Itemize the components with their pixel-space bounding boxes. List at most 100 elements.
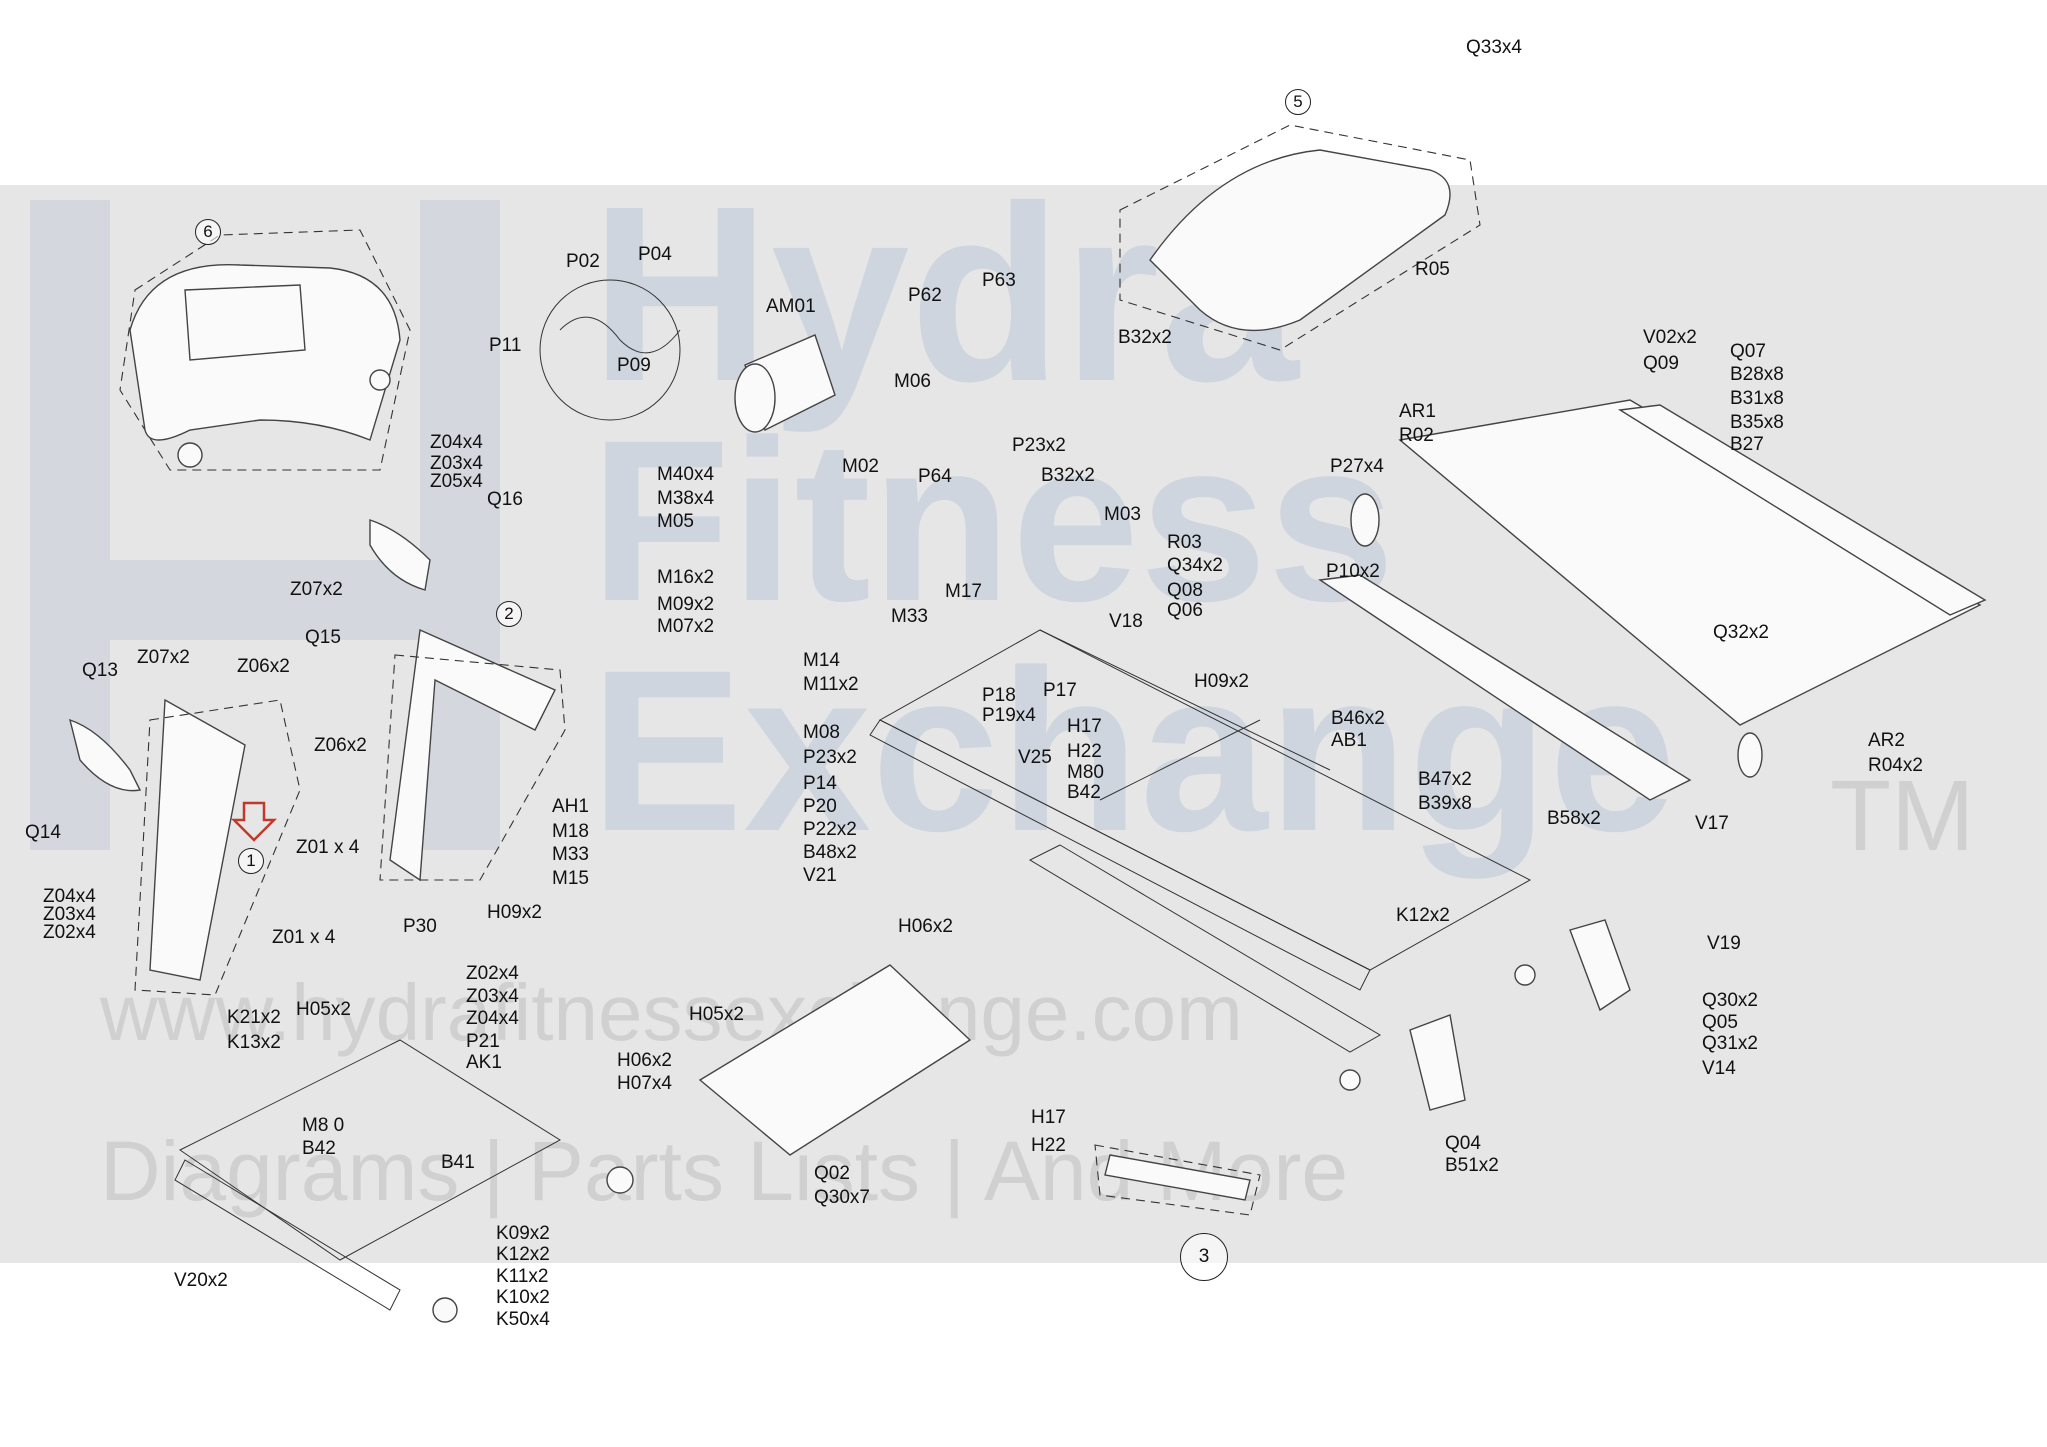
part-label: Z04x4 [466,1008,519,1029]
part-label: H17 [1067,716,1102,737]
part-label: P10x2 [1326,561,1380,582]
part-label: M33 [891,606,928,627]
part-label: M8 0 [302,1115,345,1136]
part-label: Z06x2 [314,735,367,756]
part-label: P63 [982,270,1016,291]
part-label: Z02x4 [466,963,519,984]
part-label: B32x2 [1041,465,1095,486]
part-label: Z04x4 [43,886,96,907]
part-label: M03 [1104,504,1141,525]
watermark-url: www.hydrafitnessexchange.com [99,968,1243,1057]
part-label: M80 [1067,762,1104,783]
part-label: Q02 [814,1163,850,1184]
assembly-1: 1 [238,848,264,874]
part-label: P18 [982,685,1016,706]
part-label: V25 [1018,747,1052,768]
part-label: Q07 [1730,341,1766,362]
part-label: K09x2 [496,1223,550,1244]
part-label: B31x8 [1730,388,1784,409]
part-label: Q15 [305,627,341,648]
part-label: K13x2 [227,1032,281,1053]
watermark-line1: Hydra [590,154,1301,433]
part-label: B39x8 [1418,793,1472,814]
part-label: AB1 [1331,730,1367,751]
part-label: Q08 [1167,580,1203,601]
part-label: B42 [302,1138,336,1159]
wiring-detail-circle [539,279,681,421]
part-label: R02 [1399,425,1434,446]
part-label: Q33x4 [1466,37,1522,58]
part-label: Q06 [1167,600,1203,621]
part-label: M40x4 [657,464,715,485]
part-label: B42 [1067,782,1101,803]
part-label: M07x2 [657,616,715,637]
deck [1318,399,1987,801]
part-label: P62 [908,285,942,306]
pointer-arrow-icon [230,801,278,842]
assembly-6: 6 [195,219,221,245]
incline-link [1104,1154,1251,1201]
part-label: P23x2 [1012,435,1066,456]
part-label: H06x2 [898,916,953,937]
part-label: Z07x2 [290,579,343,600]
part-label: R03 [1167,532,1202,553]
part-label: M08 [803,722,840,743]
part-label: B46x2 [1331,708,1385,729]
part-label: Q09 [1643,353,1679,374]
part-label: AR2 [1868,730,1905,751]
part-label: Q14 [25,822,61,843]
part-label: B51x2 [1445,1155,1499,1176]
part-label: M33 [552,844,589,865]
console-assembly [119,229,411,471]
brand-logo-icon [30,200,500,850]
part-label: AH1 [552,796,589,817]
side-cover-left [1409,1014,1466,1111]
part-label: M17 [945,581,982,602]
part-label: Q05 [1702,1012,1738,1033]
part-label: M15 [552,868,589,889]
part-label: M16x2 [657,567,715,588]
part-label: AM01 [766,296,816,317]
left-upright [134,628,566,996]
part-label: V19 [1707,933,1741,954]
part-label: V14 [1702,1058,1736,1079]
part-label: V18 [1109,611,1143,632]
part-label: P20 [803,796,837,817]
part-label: M05 [657,511,694,532]
part-label: H17 [1031,1107,1066,1128]
part-label: Z02x4 [43,922,96,943]
part-label: H05x2 [689,1004,744,1025]
part-label: M38x4 [657,488,715,509]
part-label: K12x2 [1396,905,1450,926]
part-label: B48x2 [803,842,857,863]
part-label: P27x4 [1330,456,1384,477]
part-label: B47x2 [1418,769,1472,790]
part-label: B41 [441,1152,475,1173]
part-label: Z03x4 [430,453,483,474]
part-label: Q32x2 [1713,622,1769,643]
right-handle-pad [369,519,431,591]
part-label: M11x2 [803,674,859,695]
motor [734,334,836,433]
part-label: P09 [617,355,651,376]
part-label: H07x4 [617,1073,672,1094]
part-label: K21x2 [227,1007,281,1028]
part-label: Q31x2 [1702,1033,1758,1054]
side-cover-right [1569,919,1631,1012]
part-label: M14 [803,650,840,671]
part-label: Q34x2 [1167,555,1223,576]
watermark-line2: Fitness [590,392,1395,649]
part-label: R05 [1415,259,1450,280]
part-label: P23x2 [803,747,857,768]
part-label: AK1 [466,1052,502,1073]
part-label: H09x2 [487,902,542,923]
part-label: P11 [489,335,522,356]
part-label: V17 [1695,813,1729,834]
part-label: Z01 x 4 [272,927,336,948]
part-label: Z01 x 4 [296,837,360,858]
part-label: K11x2 [496,1266,549,1287]
part-label: P04 [638,244,672,265]
left-handle-pad [69,718,142,792]
part-label: P14 [803,773,837,794]
assembly-2: 2 [496,601,522,627]
